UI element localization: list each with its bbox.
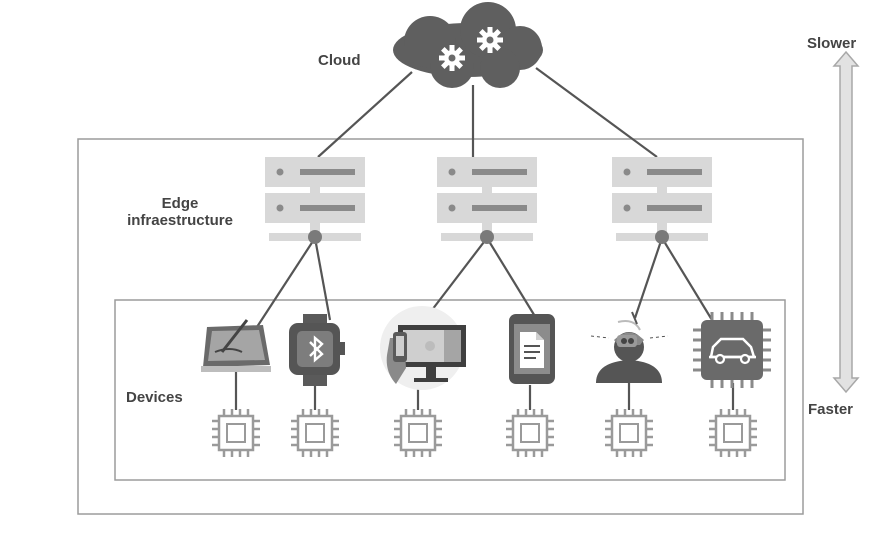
chip-icon (603, 407, 655, 459)
cloud-label: Cloud (318, 52, 361, 69)
gear-icon (439, 45, 465, 71)
edge-server-2 (437, 157, 537, 244)
car-chip-icon (693, 312, 771, 388)
cloud-connections (317, 67, 658, 158)
gear-icon (477, 27, 503, 53)
smart-kiosk-icon (380, 306, 466, 390)
chip-icon (289, 407, 341, 459)
slower-label: Slower (807, 35, 857, 52)
chip-icon (392, 407, 444, 459)
chip-icon (504, 407, 556, 459)
chip-icon (707, 407, 759, 459)
latency-arrow (832, 50, 860, 394)
devices-box (114, 299, 786, 481)
document-device-icon (509, 314, 555, 384)
bluetooth-smartwatch-icon (289, 314, 345, 386)
cloud-icon (393, 2, 543, 88)
edge-server-1 (265, 157, 365, 244)
chip-icon (210, 407, 262, 459)
edge-server-3 (612, 157, 712, 244)
edge-label-line2: infraestructure (127, 212, 233, 229)
faster-label: Faster (808, 401, 854, 418)
vr-headset-person-icon (590, 311, 669, 383)
tablet-pen-icon (201, 319, 271, 372)
device-chip-connections (234, 372, 735, 410)
devices-label: Devices (126, 389, 183, 406)
edge-label-line1: Edge (161, 195, 199, 212)
edge-label: Edge infraestructure (120, 195, 240, 229)
edge-device-connections (254, 237, 713, 331)
edge-infrastructure-box (77, 138, 804, 515)
